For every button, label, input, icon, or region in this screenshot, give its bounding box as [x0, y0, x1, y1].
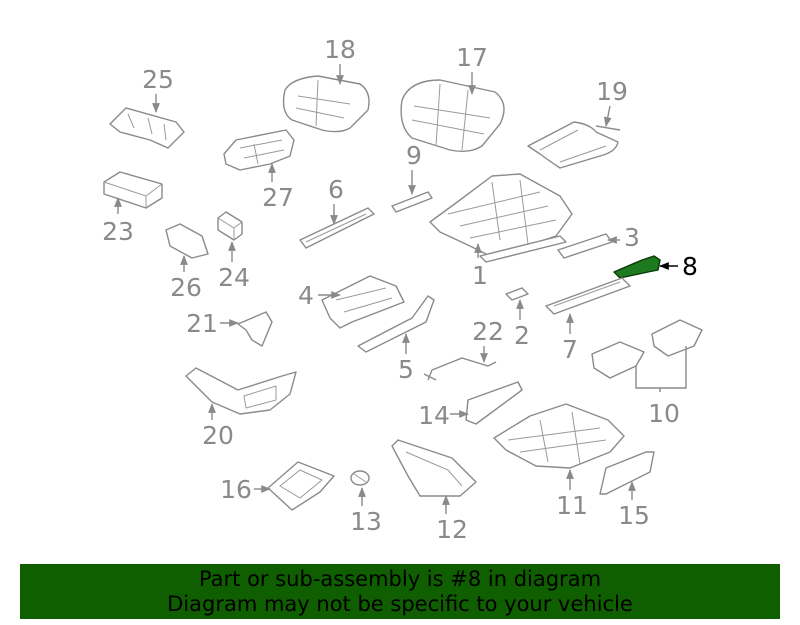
label-11: 11: [556, 491, 588, 520]
part-14-panel[interactable]: [465, 381, 523, 425]
label-27: 27: [262, 183, 294, 212]
label-19: 19: [596, 77, 628, 106]
part-8-highlighted[interactable]: [613, 255, 661, 279]
banner-line-disclaimer: Diagram may not be specific to your vehi…: [167, 591, 633, 616]
part-18-cushion-pad[interactable]: [282, 75, 370, 133]
part-26-small-bracket[interactable]: [165, 223, 209, 259]
label-20: 20: [202, 421, 234, 450]
part-9-small-strip[interactable]: [391, 191, 433, 213]
label-1: 1: [472, 261, 488, 290]
label-16: 16: [220, 475, 252, 504]
part-17-back-pad[interactable]: [400, 79, 505, 153]
label-23: 23: [102, 217, 134, 246]
part-13-knob[interactable]: [350, 470, 370, 486]
label-5: 5: [398, 355, 414, 384]
label-4: 4: [298, 281, 314, 310]
leader-10: [635, 346, 687, 389]
label-6: 6: [328, 175, 344, 204]
part-27-switch-module[interactable]: [223, 129, 295, 171]
part-10-brackets[interactable]: [591, 319, 703, 379]
label-21: 21: [186, 309, 218, 338]
label-9: 9: [406, 141, 422, 170]
part-22-cable[interactable]: [423, 357, 497, 381]
part-19-back-panel[interactable]: [527, 121, 621, 169]
label-15: 15: [618, 501, 650, 530]
label-12: 12: [436, 515, 468, 544]
label-25: 25: [142, 65, 174, 94]
label-7: 7: [562, 335, 578, 364]
part-12-side-cover[interactable]: [391, 439, 477, 497]
label-13: 13: [350, 507, 382, 536]
label-26: 26: [170, 273, 202, 302]
info-banner: Part or sub-assembly is #8 in diagram Di…: [20, 564, 780, 619]
part-16-tray[interactable]: [267, 461, 335, 511]
part-7-cover[interactable]: [545, 277, 631, 315]
label-2: 2: [514, 321, 530, 350]
part-5-side-rail[interactable]: [357, 295, 435, 353]
part-6-trim-strip[interactable]: [299, 207, 375, 249]
part-24-sensor[interactable]: [217, 211, 243, 241]
banner-line-part: Part or sub-assembly is #8 in diagram: [198, 566, 602, 591]
leader-19: [603, 105, 612, 127]
label-10: 10: [648, 399, 680, 428]
part-4-rail[interactable]: [321, 275, 405, 329]
part-11-track-assembly[interactable]: [493, 403, 625, 469]
part-2-clip[interactable]: [505, 287, 529, 301]
label-14: 14: [418, 401, 450, 430]
label-18: 18: [324, 35, 356, 64]
label-24: 24: [218, 263, 250, 292]
label-22: 22: [472, 317, 504, 346]
part-20-trim-panel[interactable]: [185, 367, 297, 415]
label-8: 8: [682, 252, 698, 281]
part-3-strip[interactable]: [557, 233, 613, 259]
label-3: 3: [624, 223, 640, 252]
part-21-bracket[interactable]: [237, 311, 273, 347]
parts-diagram: 18 17 19 25 27 23 26 24: [102, 35, 703, 544]
part-23-control-module[interactable]: [103, 171, 163, 209]
part-1-seat-frame[interactable]: [429, 173, 573, 263]
label-17: 17: [456, 43, 488, 72]
part-15-side-shield[interactable]: [599, 451, 655, 495]
part-25-bracket[interactable]: [109, 107, 185, 149]
